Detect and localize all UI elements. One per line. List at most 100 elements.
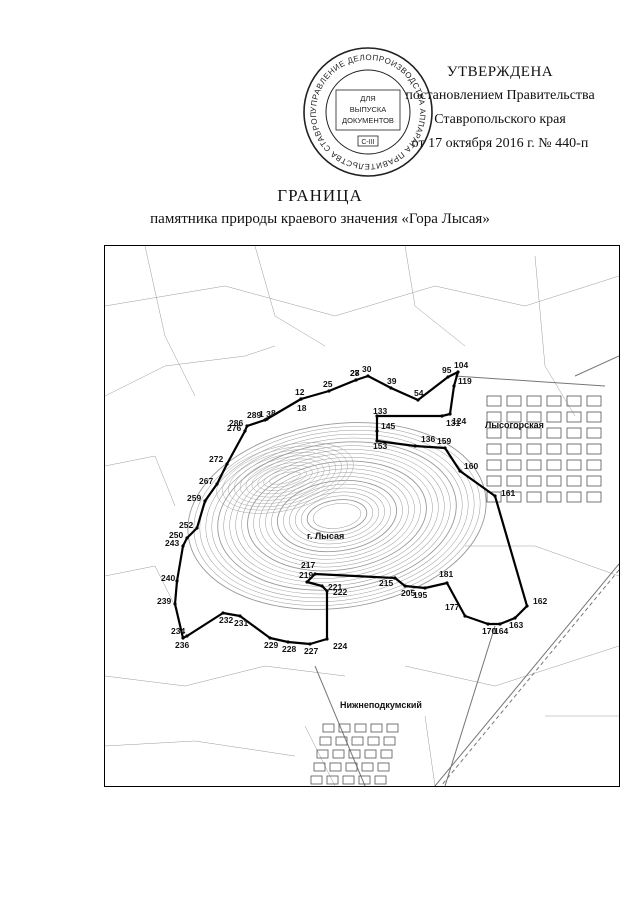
boundary-point-marker — [245, 424, 249, 428]
boundary-point-label: 219 — [299, 570, 313, 580]
boundary-point-marker — [221, 611, 225, 615]
boundary-point-label: 229 — [264, 640, 278, 650]
place-label-lysogorskaya: Лысогорская — [485, 420, 544, 430]
document-subtitle: памятника природы краевого значения «Гор… — [150, 211, 490, 227]
boundary-point-marker — [173, 602, 177, 606]
boundary-point-marker — [448, 412, 452, 416]
boundary-point-marker — [181, 636, 185, 640]
boundary-point-label: 217 — [301, 560, 315, 570]
boundary-point-label: 170 — [482, 626, 496, 636]
settlement-blocks — [310, 395, 602, 785]
boundary-point-marker — [308, 642, 312, 646]
boundary-point-marker — [452, 384, 456, 388]
boundary-point-marker — [446, 375, 450, 379]
boundary-points — [173, 370, 529, 646]
boundary-point-label: 289 — [247, 410, 261, 420]
place-label-nizhnepodkumsky: Нижнеподкумский — [340, 700, 422, 710]
boundary-point-marker — [525, 604, 529, 608]
approval-line-1: постановлением Правительства — [405, 88, 595, 103]
boundary-point-label: 231 — [234, 618, 248, 628]
boundary-point-label: 236 — [175, 640, 189, 650]
boundary-point-marker — [263, 418, 267, 422]
boundary-point-marker — [305, 580, 309, 584]
boundary-point-label: 195 — [413, 590, 427, 600]
stamp-code: С-III — [361, 139, 374, 146]
boundary-point-label: 104 — [454, 360, 468, 370]
boundary-point-marker — [456, 370, 460, 374]
boundary-point-marker — [366, 374, 370, 378]
roads-layer — [314, 355, 619, 786]
boundary-point-label: 8 — [271, 408, 276, 418]
boundary-point-label: 272 — [209, 454, 223, 464]
boundary-point-marker — [443, 446, 447, 450]
boundary-point-label: 153 — [373, 441, 387, 451]
boundary-point-marker — [423, 586, 427, 590]
boundary-point-marker — [299, 397, 303, 401]
terrain-base — [105, 246, 619, 786]
boundary-point-label: 224 — [333, 641, 347, 651]
boundary-point-label: 133 — [373, 406, 387, 416]
boundary-point-marker — [327, 389, 331, 393]
boundary-point-marker — [416, 398, 420, 402]
boundary-point-marker — [375, 439, 379, 443]
boundary-point-marker — [215, 482, 219, 486]
approval-line-3: от 17 октября 2016 г. № 440-п — [411, 136, 589, 151]
boundary-point-marker — [389, 386, 393, 390]
boundary-point-marker — [354, 378, 358, 382]
boundary-point-marker — [493, 494, 497, 498]
boundary-point-label: 286 — [229, 418, 243, 428]
approval-heading: УТВЕРЖДЕНА — [446, 64, 554, 80]
boundary-point-label: 259 — [187, 493, 201, 503]
boundary-point-marker — [195, 526, 199, 530]
approval-line-2: Ставропольского края — [434, 112, 566, 127]
boundary-point-label: 228 — [282, 644, 296, 654]
boundary-point-label: 177 — [445, 602, 459, 612]
boundary-point-label: 250 — [169, 530, 183, 540]
approval-block: УТВЕРЖДЕНА постановлением Правительства … — [380, 60, 620, 156]
boundary-point-marker — [403, 584, 407, 588]
boundary-point-label: 222 — [333, 587, 347, 597]
boundary-point-marker — [486, 622, 490, 626]
boundary-point-marker — [238, 614, 242, 618]
boundary-point-label: 163 — [509, 620, 523, 630]
boundary-point-label: 54 — [414, 388, 424, 398]
boundary-point-marker — [375, 414, 379, 418]
boundary-point-marker — [181, 544, 185, 548]
boundary-point-label: 30 — [362, 364, 372, 374]
boundary-point-label: 136 — [421, 434, 435, 444]
boundary-point-label: 162 — [533, 596, 547, 606]
boundary-point-label: 181 — [439, 569, 453, 579]
boundary-point-label: 161 — [501, 488, 515, 498]
boundary-point-marker — [458, 469, 462, 473]
boundary-point-label: 215 — [379, 578, 393, 588]
boundary-point-marker — [463, 614, 467, 618]
boundary-point-marker — [513, 616, 517, 620]
boundary-point-label: 221 — [328, 582, 342, 592]
stamp-center-line-3: ДОКУМЕНТОВ — [342, 116, 394, 125]
boundary-point-marker — [313, 572, 317, 576]
boundary-point-label: 18 — [297, 403, 307, 413]
boundary-point-marker — [185, 536, 189, 540]
boundary-point-label: 243 — [165, 538, 179, 548]
boundary-point-label: 27 — [350, 368, 360, 378]
boundary-point-marker — [325, 637, 329, 641]
boundary-point-marker — [440, 414, 444, 418]
boundary-point-marker — [286, 640, 290, 644]
boundary-point-label: 239 — [157, 596, 171, 606]
boundary-point-label: 95 — [442, 365, 452, 375]
boundary-point-label: 159 — [437, 436, 451, 446]
boundary-point-marker — [375, 429, 379, 433]
boundary-point-marker — [498, 622, 502, 626]
official-stamp: УПРАВЛЕНИЕ ДЕЛОПРОИЗВОДСТВА АППАРАТА ПРА… — [300, 44, 433, 177]
boundary-point-marker — [320, 584, 324, 588]
boundary-point-label: 232 — [219, 615, 233, 625]
boundary-point-label: 28 — [350, 368, 360, 378]
boundary-point-label: 276 — [227, 423, 241, 433]
boundary-point-label: 234 — [171, 626, 185, 636]
boundary-point-label: 160 — [464, 461, 478, 471]
boundary-point-marker — [175, 579, 179, 583]
protected-area-boundary — [173, 370, 529, 646]
boundary-point-label: 252 — [179, 520, 193, 530]
